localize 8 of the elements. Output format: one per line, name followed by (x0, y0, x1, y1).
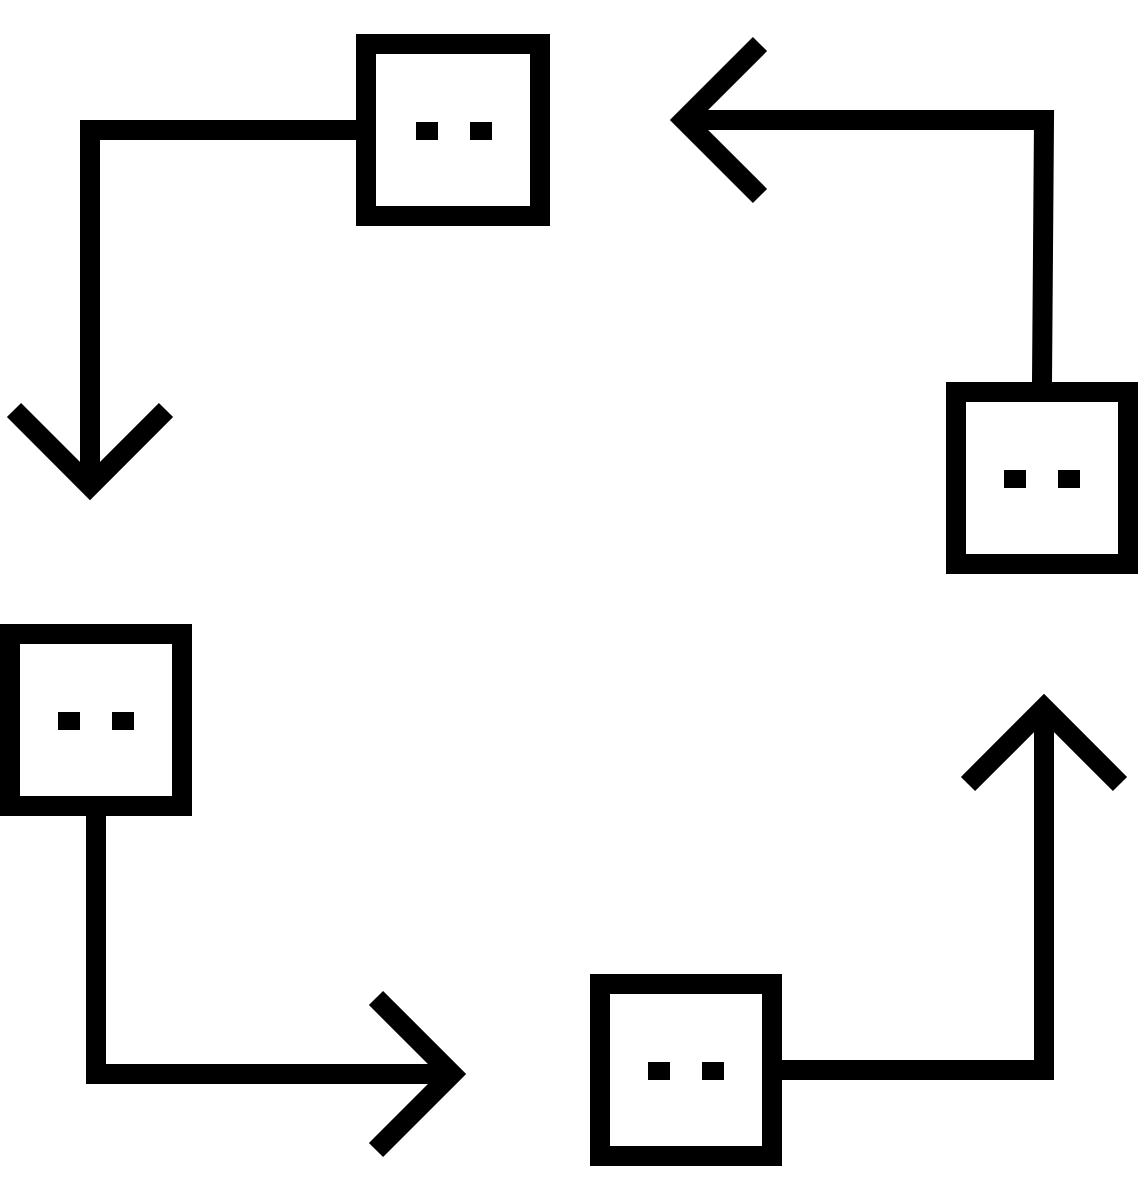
arrow (4, 120, 356, 496)
square-node (0, 624, 192, 816)
square-node (356, 34, 550, 226)
arrow (782, 698, 1130, 1080)
square-node (946, 382, 1138, 574)
arrow (86, 816, 462, 1160)
arrow (674, 34, 1055, 383)
square-node (590, 974, 782, 1166)
